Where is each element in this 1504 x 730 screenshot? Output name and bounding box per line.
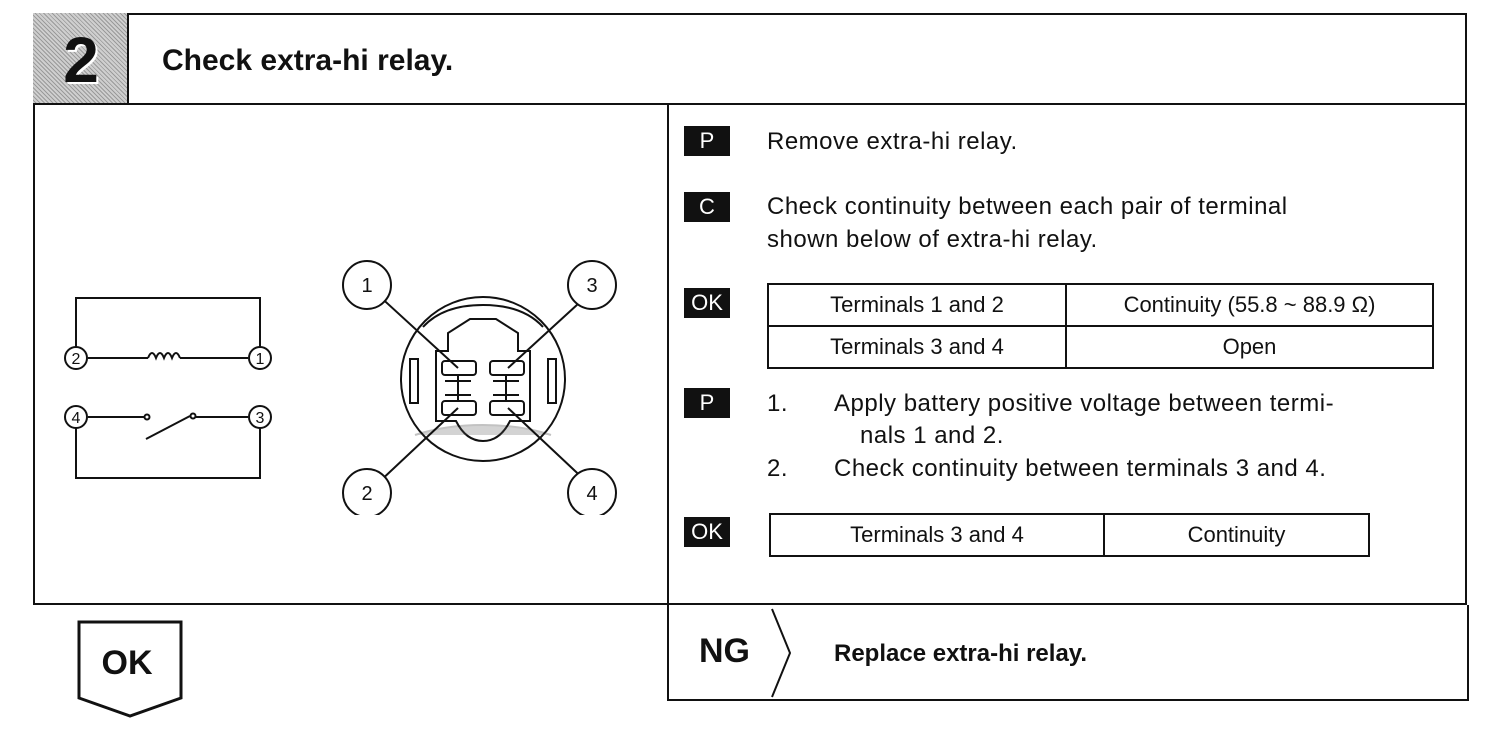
table-row: Terminals 3 and 4 Continuity [769, 513, 1370, 557]
circuit-terminal-2: 2 [72, 351, 81, 368]
circuit-terminal-1: 1 [256, 351, 265, 368]
table-cell: Continuity [1103, 513, 1370, 557]
instruction-2-number: 2. [767, 455, 789, 482]
prepare-text: Remove extra-hi relay. [767, 128, 1018, 155]
column-divider [667, 103, 669, 701]
step-frame [33, 13, 1467, 605]
step-title: Check extra-hi relay. [162, 44, 454, 77]
ok-tag-1: OK [684, 288, 730, 318]
step-number-box [33, 13, 129, 105]
table-cell: Open [1065, 325, 1434, 369]
circuit-terminal-3: 3 [256, 410, 265, 427]
step-number: 2 [63, 24, 99, 96]
continuity-table-2: Terminals 3 and 4 Continuity [769, 513, 1370, 557]
ok-result-label: OK [102, 644, 153, 682]
table-cell: Terminals 3 and 4 [767, 325, 1067, 369]
ok-result-marker: OK [77, 620, 183, 718]
instruction-1-number: 1. [767, 390, 789, 417]
ng-result-row [667, 605, 1469, 701]
instruction-1-line2: nals 1 and 2. [860, 422, 1004, 449]
table-cell: Terminals 1 and 2 [767, 283, 1067, 327]
instruction-2-line1: Check continuity between terminals 3 and… [834, 455, 1327, 482]
relay-terminal-4: 4 [586, 483, 597, 505]
circuit-terminal-4: 4 [72, 410, 81, 427]
check-text-line2: shown below of extra-hi relay. [767, 226, 1098, 253]
ng-chevron [771, 608, 792, 698]
ng-label: NG [699, 632, 750, 670]
continuity-table-1: Terminals 1 and 2 Continuity (55.8 ~ 88.… [767, 283, 1434, 369]
prepare-tag: P [684, 126, 730, 156]
ok-tag-2: OK [684, 517, 730, 547]
table-cell: Continuity (55.8 ~ 88.9 Ω) [1065, 283, 1434, 327]
ng-action-text: Replace extra-hi relay. [834, 640, 1088, 667]
relay-terminal-2: 2 [361, 483, 372, 505]
prepare-tag-2: P [684, 388, 730, 418]
relay-terminal-3: 3 [586, 275, 597, 297]
relay-terminal-1: 1 [361, 275, 372, 297]
check-text-line1: Check continuity between each pair of te… [767, 193, 1288, 220]
check-tag: C [684, 192, 730, 222]
table-row: Terminals 1 and 2 Continuity (55.8 ~ 88.… [767, 283, 1434, 327]
instruction-1-line1: Apply battery positive voltage between t… [834, 390, 1335, 417]
table-cell: Terminals 3 and 4 [769, 513, 1105, 557]
title-divider [33, 103, 1467, 105]
relay-circuit-schematic: 2 1 4 3 1 3 2 4 [64, 260, 617, 515]
table-row: Terminals 3 and 4 Open [767, 325, 1434, 369]
